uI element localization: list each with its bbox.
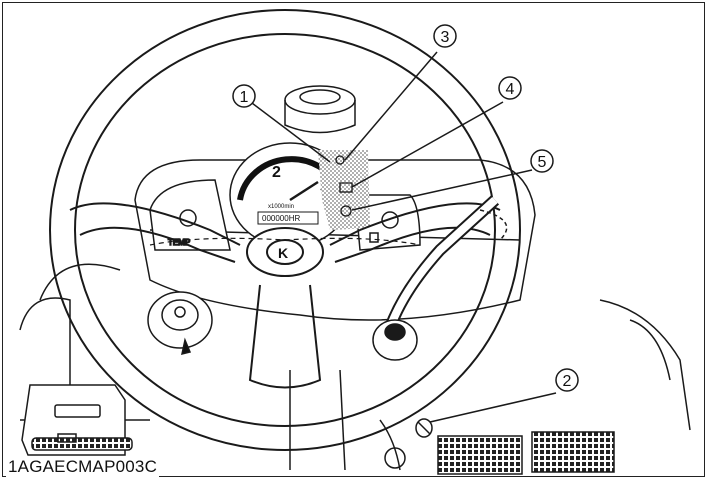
leader-2 bbox=[429, 392, 557, 423]
ignition-switch bbox=[147, 291, 213, 356]
brand-logo: K bbox=[278, 245, 288, 261]
leader-3 bbox=[344, 51, 438, 161]
figure-frame bbox=[2, 2, 705, 477]
left-console bbox=[21, 384, 133, 456]
callout-2-circle bbox=[555, 368, 579, 392]
pedals bbox=[437, 431, 615, 475]
callout-5: 5 bbox=[538, 154, 547, 171]
steering-wheel bbox=[49, 9, 521, 451]
fuel-cap bbox=[284, 85, 356, 134]
callout-3: 3 bbox=[441, 29, 450, 46]
rpm-unit-label: x1000min bbox=[268, 204, 294, 210]
shuttle-lever bbox=[372, 195, 508, 361]
highlighted-indicator-area bbox=[318, 150, 370, 230]
callout-4: 4 bbox=[506, 81, 515, 98]
callout-1: 1 bbox=[240, 89, 249, 106]
figure-code: 1AGAECMAP003C bbox=[6, 457, 160, 477]
callout-leaders bbox=[251, 51, 557, 423]
callout-5-circle bbox=[530, 149, 554, 173]
rpm-tick-2: 2 bbox=[272, 164, 281, 181]
hour-meter-label: 000000HR bbox=[262, 214, 300, 223]
callout-2: 2 bbox=[563, 373, 572, 390]
callout-1-circle bbox=[232, 84, 256, 108]
leader-1 bbox=[251, 102, 331, 163]
callout-3-circle bbox=[433, 24, 457, 48]
leader-5 bbox=[351, 169, 533, 211]
callout-4-circle bbox=[498, 76, 522, 100]
floor-switch bbox=[415, 418, 433, 438]
indicator-lamps bbox=[335, 155, 353, 217]
leader-4 bbox=[351, 101, 504, 188]
